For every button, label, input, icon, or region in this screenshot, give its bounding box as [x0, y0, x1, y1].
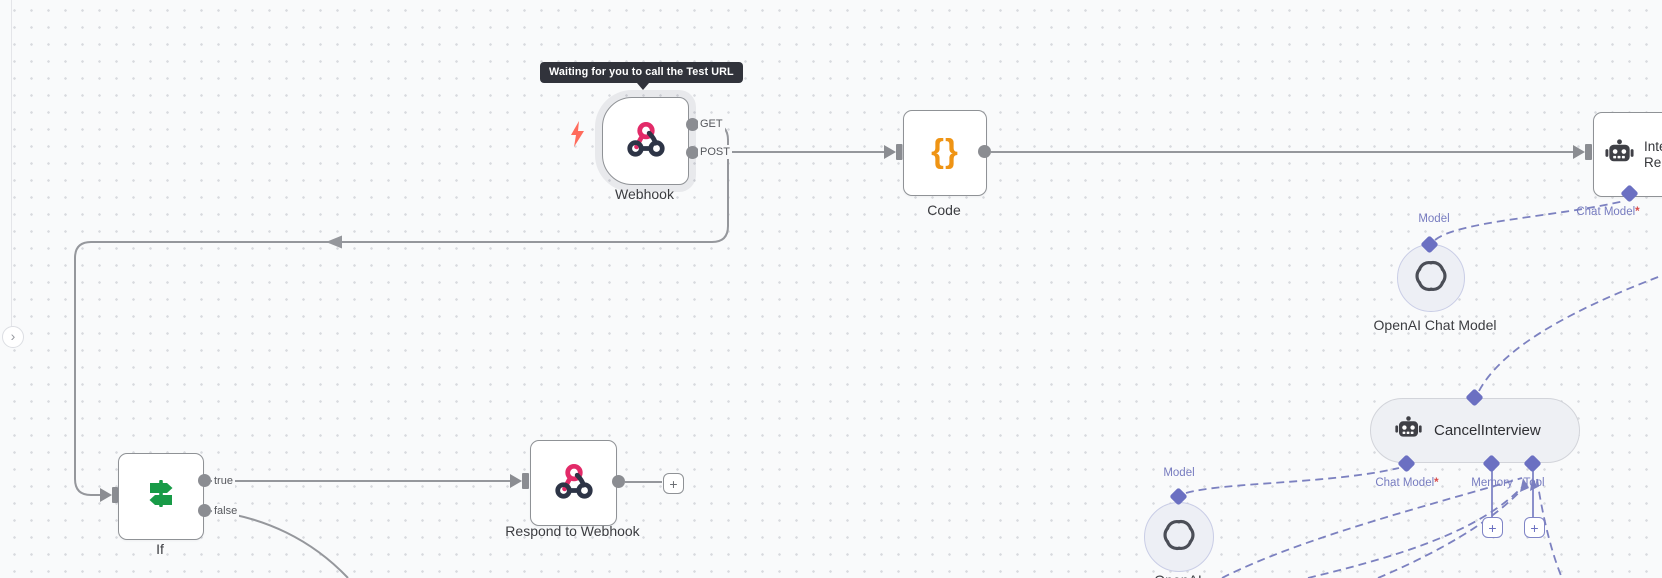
openai-chat-model-2-node[interactable]: [1144, 502, 1214, 572]
webhook-waiting-tooltip: Waiting for you to call the Test URL: [540, 62, 743, 83]
input-plug-respond: [510, 473, 529, 489]
connection-webhook-get-if-loop: [74, 123, 729, 496]
port-label-get: GET: [698, 117, 725, 131]
plus-icon: +: [1530, 519, 1539, 536]
signpost-icon: [142, 475, 180, 518]
ai-connection-openai2-cancelinterview: [1185, 467, 1400, 494]
code-braces-icon: {}: [931, 132, 959, 169]
cancel-chat-model-label: Chat Model*: [1357, 477, 1457, 489]
ai-connection-tool-1: [1307, 482, 1527, 578]
openai-logo-icon: [1162, 518, 1196, 557]
ai-connection-openai-reminder: [1434, 200, 1625, 241]
webhook-node-label: Webhook: [615, 186, 674, 202]
ai-connection-tool-3: [1221, 477, 1523, 578]
webhook-icon: [625, 118, 667, 165]
cancel-chat-model-text: Chat Model: [1375, 477, 1435, 489]
add-memory-button[interactable]: +: [1482, 517, 1503, 538]
cancel-memory-label: Memory: [1471, 477, 1513, 489]
webhook-output-port-get[interactable]: [686, 118, 699, 131]
cancel-interview-node[interactable]: CancelInterview: [1370, 398, 1580, 463]
add-tool-button[interactable]: +: [1524, 517, 1545, 538]
port-label-true: true: [212, 474, 235, 488]
port-label-post: POST: [698, 145, 732, 159]
openai-chat-model-2-label: OpenAI: [1128, 572, 1228, 578]
ai-connection-cancelinterview-offscreen: [1478, 274, 1662, 392]
code-node-label: Code: [927, 202, 961, 218]
interview-reminder-node[interactable]: Inte Rem: [1593, 112, 1662, 197]
plus-icon: +: [669, 475, 678, 492]
openai-chat-model-node[interactable]: [1397, 244, 1465, 312]
tooltip-pointer: [637, 83, 649, 90]
respond-to-webhook-node[interactable]: [530, 440, 617, 526]
reminder-label-line1: Inte: [1644, 138, 1662, 154]
reminder-label-line2: Rem: [1644, 154, 1662, 170]
code-output-port[interactable]: [978, 145, 991, 158]
required-asterisk: *: [1635, 206, 1640, 218]
openai-model-connector-label: Model: [1418, 213, 1450, 225]
input-plug-reminder: [1573, 144, 1592, 160]
respond-output-port[interactable]: [612, 475, 625, 488]
openai-chat-model-label: OpenAI Chat Model: [1373, 317, 1497, 333]
plus-icon: +: [1488, 519, 1497, 536]
cancel-interview-label: CancelInterview: [1434, 422, 1541, 439]
tool-arrowhead-2: [1530, 478, 1538, 491]
robot-icon: [1604, 137, 1635, 173]
openai-logo-icon: [1414, 259, 1448, 298]
if-node[interactable]: [118, 453, 204, 540]
interview-reminder-label: Inte Rem: [1644, 139, 1662, 171]
sidebar-expand-button[interactable]: ›: [2, 326, 24, 348]
ai-connection-tool-4: [1536, 478, 1563, 578]
ai-connection-tool-2: [1377, 480, 1530, 578]
code-node[interactable]: {}: [903, 110, 987, 196]
port-label-false: false: [212, 504, 240, 518]
webhook-output-port-post[interactable]: [686, 146, 699, 159]
cancel-tool-label: Tool: [1523, 477, 1545, 489]
add-next-node-button[interactable]: +: [663, 473, 684, 494]
robot-icon: [1394, 414, 1423, 448]
input-plug-if: [100, 487, 118, 503]
tooltip-text: Waiting for you to call the Test URL: [549, 66, 734, 78]
if-output-port-true[interactable]: [198, 474, 211, 487]
if-node-label: If: [156, 541, 164, 557]
reminder-chat-model-connector-label: Chat Model*: [1558, 206, 1658, 218]
respond-to-webhook-label: Respond to Webhook: [505, 523, 640, 539]
connection-if-false-offscreen: [210, 510, 349, 578]
trigger-bolt-icon: [570, 121, 585, 152]
required-asterisk: *: [1434, 477, 1439, 489]
input-plug-code: [884, 144, 903, 160]
chevron-right-icon: ›: [10, 328, 16, 344]
tool-arrowhead-1: [1520, 478, 1529, 492]
webhook-icon: [553, 460, 595, 507]
reminder-connector-text: Chat Model: [1576, 206, 1636, 218]
loop-direction-arrow: [326, 235, 342, 249]
if-output-port-false[interactable]: [198, 504, 211, 517]
webhook-node[interactable]: [602, 97, 689, 185]
openai-2-model-connector-label: Model: [1163, 467, 1195, 479]
sidebar-edge-divider: [11, 0, 12, 330]
